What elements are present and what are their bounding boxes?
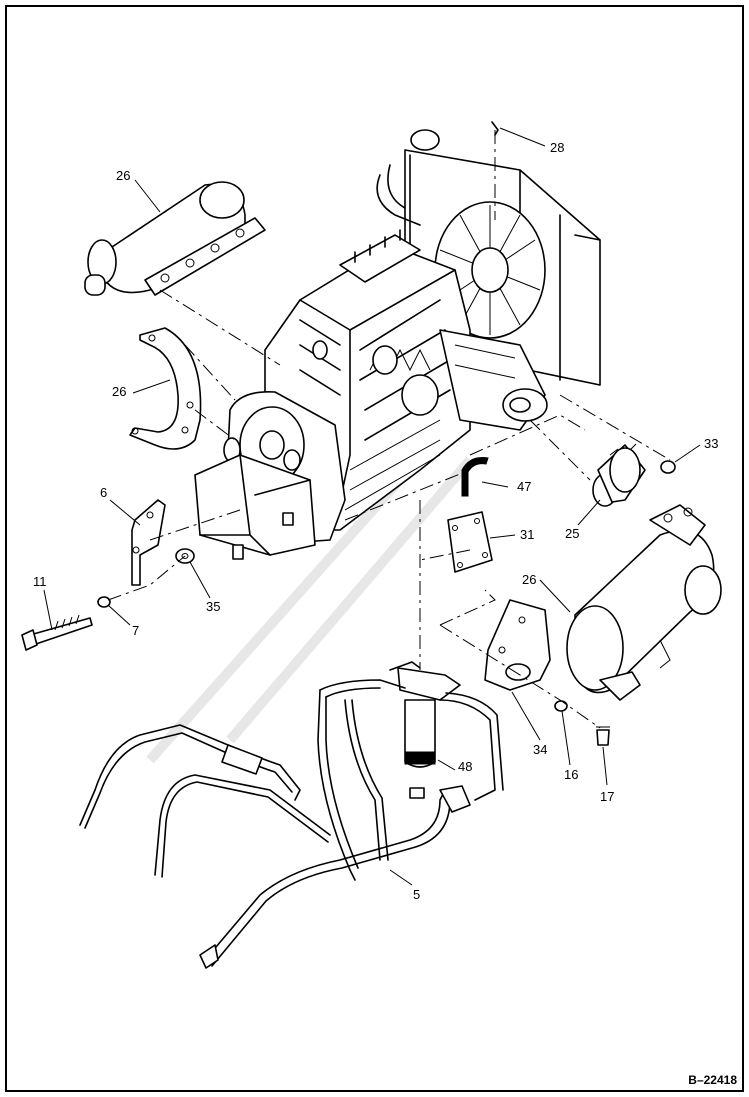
- fuel-lines: [79, 679, 504, 969]
- callout-34: 34: [533, 742, 547, 757]
- callout-31: 31: [520, 527, 534, 542]
- callout-26-muffler: 26: [116, 168, 130, 183]
- callout-26-starter: 26: [522, 572, 536, 587]
- callout-26-heat-shield: 26: [112, 384, 126, 399]
- starter: [566, 504, 722, 701]
- hydrostatic-pump: [194, 454, 316, 560]
- alignment-lines: [107, 130, 671, 729]
- washer-7: [97, 596, 111, 608]
- callout-25: 25: [565, 526, 579, 541]
- cover-plate-31: [447, 511, 493, 573]
- bracket-34: [484, 599, 551, 691]
- callout-48: 48: [458, 759, 472, 774]
- fuel-filter: [389, 661, 461, 768]
- bolt-11: [21, 614, 93, 651]
- muffler: [84, 181, 266, 296]
- alternator: [592, 443, 646, 507]
- callout-47: 47: [517, 479, 531, 494]
- callout-6: 6: [100, 485, 107, 500]
- callout-16: 16: [564, 767, 578, 782]
- page-border: [5, 5, 744, 1092]
- leader-lines: [43, 127, 701, 886]
- bolt-17: [596, 726, 610, 746]
- heat-shield: [129, 327, 202, 450]
- dipstick-28: [491, 121, 499, 136]
- washer-35-hole: [181, 553, 189, 559]
- callout-11: 11: [33, 574, 47, 589]
- bracket-6: [131, 499, 166, 586]
- callout-7: 7: [132, 623, 139, 638]
- callout-28: 28: [550, 140, 564, 155]
- nut-33: [660, 460, 676, 474]
- washer-16: [554, 700, 568, 712]
- callout-5: 5: [413, 887, 420, 902]
- engine-block: [264, 229, 548, 531]
- callout-33: 33: [704, 436, 718, 451]
- callout-17: 17: [600, 789, 614, 804]
- gasket-47: [461, 457, 489, 497]
- diagram-id: B–22418: [688, 1073, 737, 1087]
- callout-35: 35: [206, 599, 220, 614]
